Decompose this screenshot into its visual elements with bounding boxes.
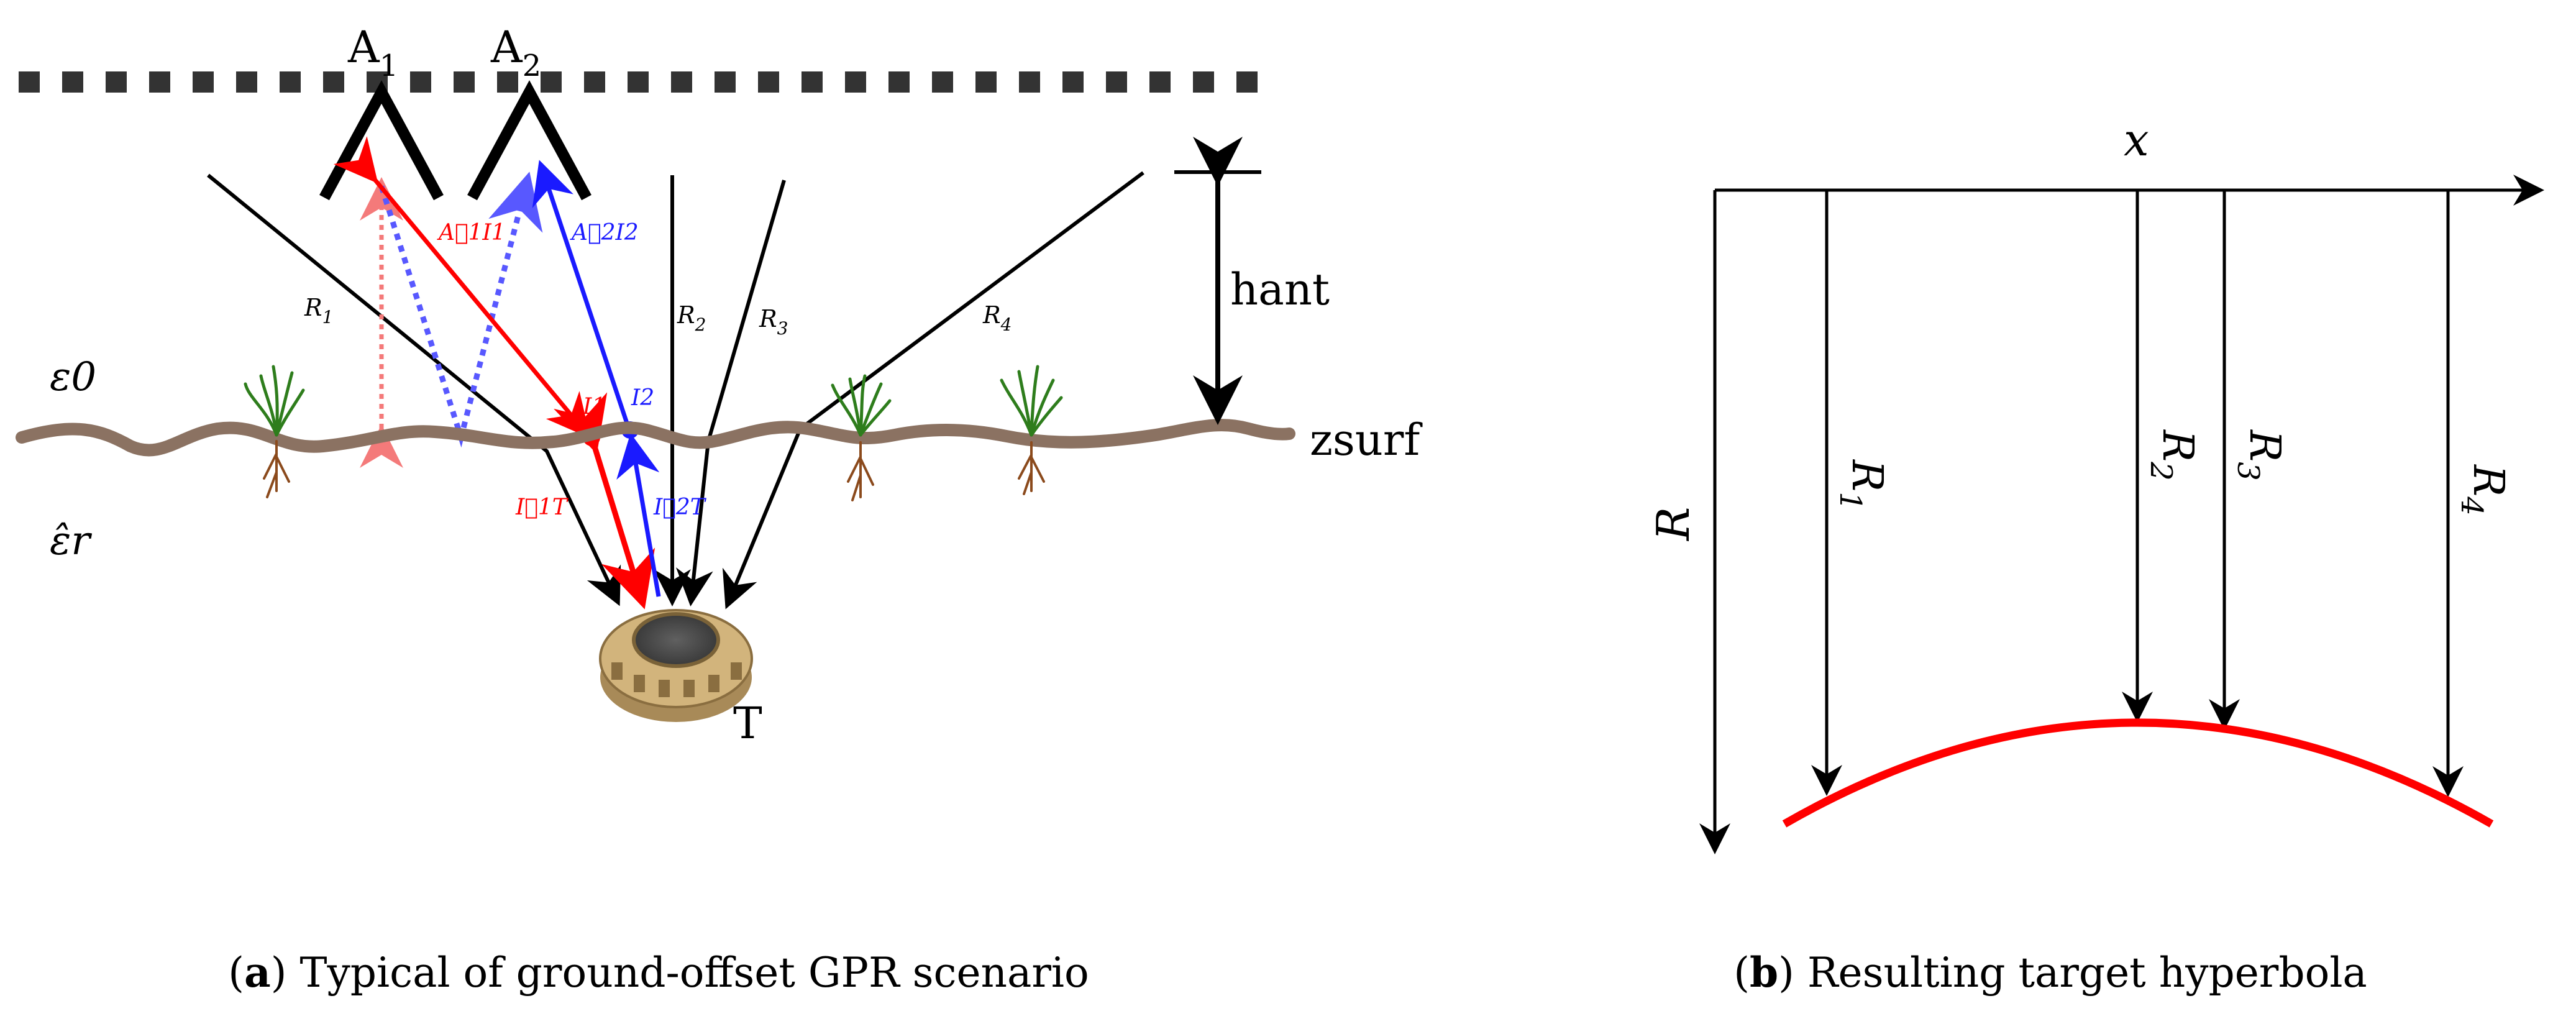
ray-r3-label: R3 (759, 305, 788, 339)
ray-r4 (722, 171, 1144, 610)
target-label: T (733, 698, 762, 749)
label-a1i1: A⃗1I1 (437, 220, 506, 245)
grass-plant-icon (831, 374, 892, 501)
label-i2: I2 (631, 385, 654, 411)
ray-r1-label: R1 (304, 294, 333, 327)
h-ant-label: hant (1230, 264, 1330, 315)
scan-track (19, 71, 1258, 93)
range-r2-label: R2 (2144, 429, 2202, 481)
caption-b: (b) Resulting target hyperbola (1733, 948, 2367, 997)
range-r4-label: R4 (2454, 464, 2513, 516)
landmine-target-icon (599, 609, 753, 722)
range-r3-label: R3 (2231, 429, 2289, 481)
z-surf-label: zsurf (1310, 414, 1423, 465)
target-hyperbola (1782, 718, 2494, 828)
caption-a: (a) Typical of ground-offset GPR scenari… (228, 948, 1089, 997)
eps-r-label: ε̂r (50, 518, 92, 564)
antenna-a2-label: A2 (490, 22, 541, 83)
ray-i1-t (554, 392, 655, 610)
eps0-label: ε0 (50, 354, 96, 400)
antenna-a1-label: A1 (347, 22, 398, 83)
ray-t-i2 (616, 433, 661, 597)
y-axis-label: R (1647, 507, 1699, 542)
panel-b: x R R1 R2 R3 R4 (1647, 114, 2544, 854)
grass-plant-icon (1000, 365, 1063, 495)
ground-surface (16, 419, 1295, 457)
x-axis-label: x (2124, 114, 2149, 166)
ray-i2-a2 (532, 160, 630, 426)
ray-r1 (207, 173, 621, 606)
label-i1t: I⃗1T (515, 495, 569, 520)
ray-r4-label: R4 (982, 301, 1012, 335)
ray-a1-i1 (333, 136, 591, 439)
range-r1-label: R1 (1833, 459, 1891, 511)
panel-a: A1 A2 R1 R2 R3 R4 A⃗1I1 A⃗2I2 I⃗1T I⃗2T … (16, 22, 1423, 749)
antenna-a1-icon (319, 80, 444, 201)
ray-r3 (675, 180, 786, 606)
label-i2t: I⃗2T (653, 495, 707, 520)
ray-r2-label: R2 (677, 301, 706, 335)
label-a2i2: A⃗2I2 (570, 220, 639, 245)
grass-plant-icon (244, 365, 305, 498)
label-i1: I1 (582, 394, 606, 419)
